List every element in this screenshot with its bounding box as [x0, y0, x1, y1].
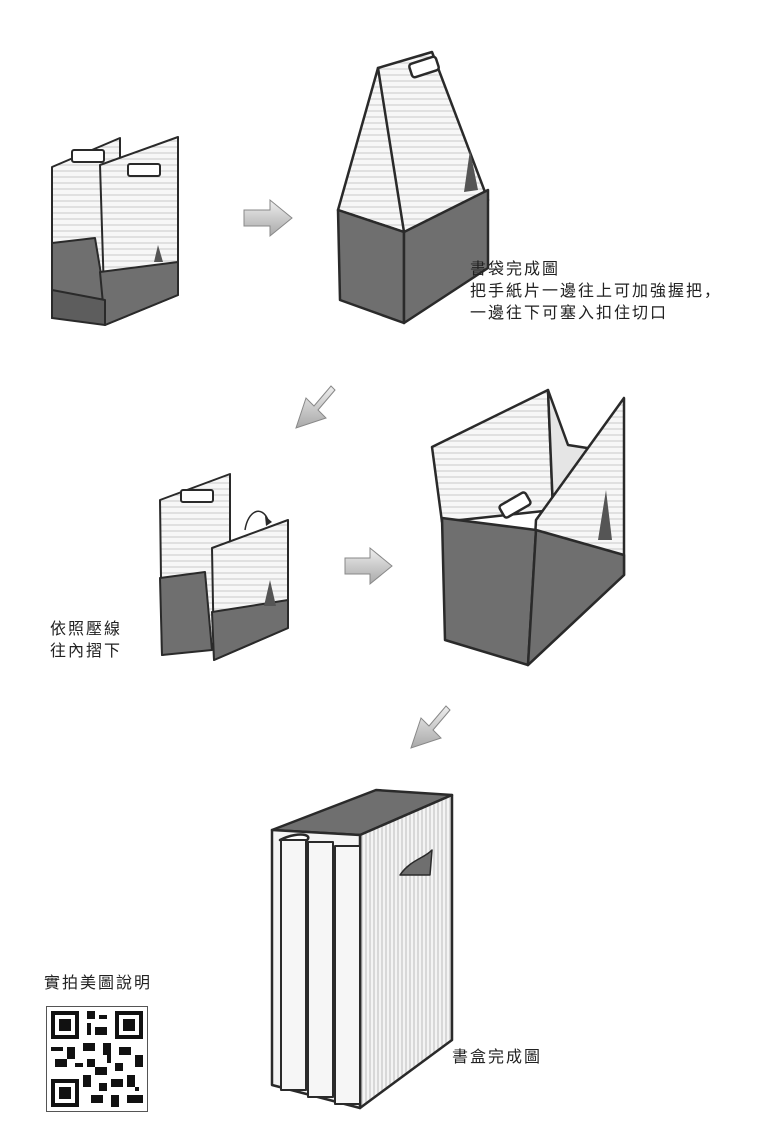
bag-complete-title: 書袋完成圖: [470, 259, 561, 278]
right-arrow-icon: [243, 198, 293, 238]
curved-arrow-icon: [244, 510, 269, 531]
fold-line1: 依照壓線: [50, 619, 123, 638]
right-arrow-icon-2: [344, 546, 393, 586]
step2-bag-complete: [336, 50, 490, 325]
bag-complete-line1: 把手紙片一邊往上可加強握把，: [470, 281, 723, 300]
step3-fold: [159, 473, 289, 661]
bag-complete-caption: 書袋完成圖 把手紙片一邊往上可加強握把， 一邊往下可塞入扣住切口: [470, 258, 722, 324]
fold-line2: 往內摺下: [50, 641, 123, 660]
fold-caption: 依照壓線 往內摺下: [50, 618, 122, 662]
step5-book-box: [270, 788, 454, 1110]
bag-complete-line2: 一邊往下可塞入扣住切口: [470, 303, 669, 322]
qr-code-icon[interactable]: [46, 1006, 148, 1112]
photo-guide-caption: 實拍美圖說明: [44, 973, 153, 992]
box-complete-caption: 書盒完成圖: [452, 1047, 543, 1066]
down-left-arrow-icon: [295, 385, 336, 429]
step1-open-bag: [51, 136, 179, 326]
step4-folded: [430, 388, 626, 667]
qr-code-graphic: [47, 1007, 147, 1111]
down-left-arrow-icon-2: [410, 705, 451, 749]
